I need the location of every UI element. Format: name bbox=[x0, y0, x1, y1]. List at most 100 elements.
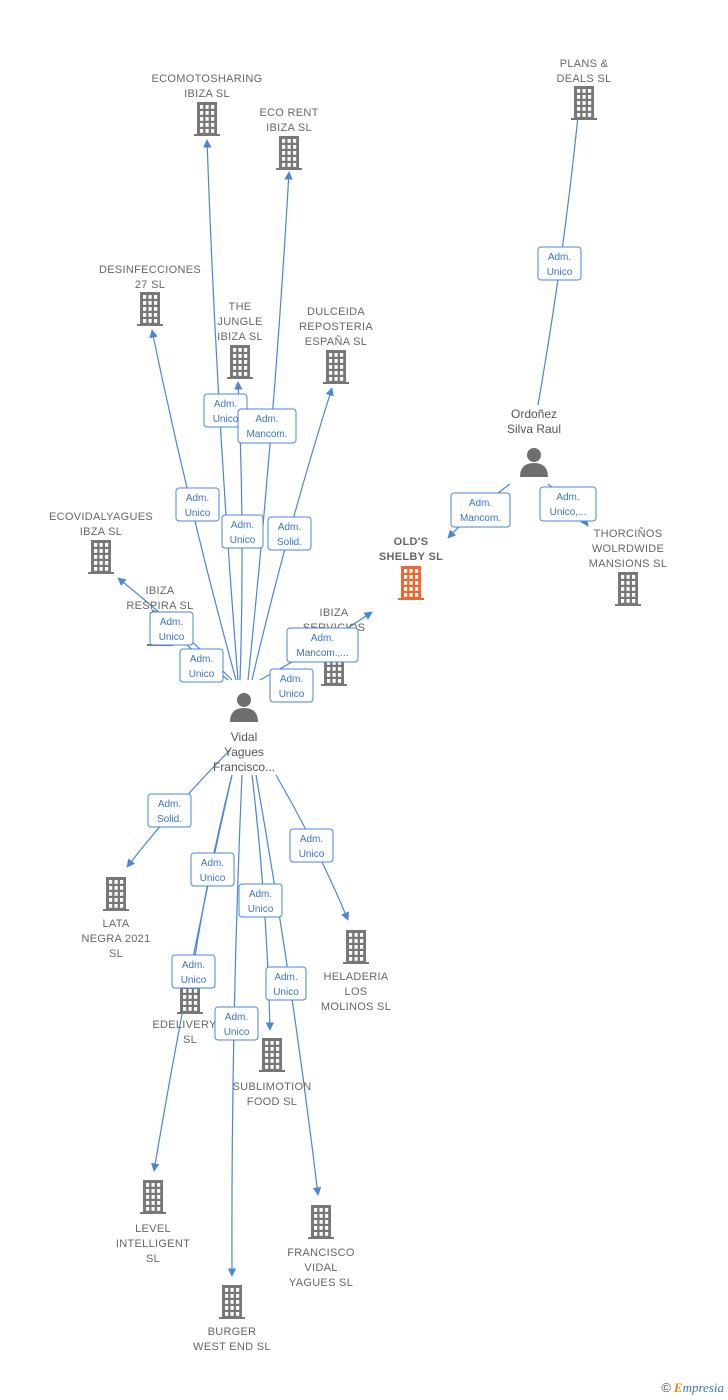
company-label-line: ECOMOTOSHARING bbox=[152, 73, 263, 85]
role-label-line: Adm. bbox=[548, 252, 571, 263]
role-badge[interactable]: Adm.Unico bbox=[171, 954, 216, 989]
building-icon bbox=[227, 345, 253, 379]
role-badge[interactable]: Adm. Unico bbox=[289, 828, 334, 863]
building-icon bbox=[343, 930, 369, 964]
company-label-line: FRANCISCO bbox=[287, 1247, 355, 1259]
company-label-line: ESPAÑA SL bbox=[305, 335, 367, 348]
role-label-line: Unico,... bbox=[550, 507, 587, 518]
person-label-line: Francisco... bbox=[213, 760, 275, 774]
role-label-line: Adm. bbox=[214, 399, 237, 410]
role-label-line: Unico bbox=[159, 632, 185, 643]
company-label-line: FOOD SL bbox=[247, 1096, 297, 1108]
company-label-line: THORCIÑOS bbox=[594, 527, 663, 540]
company-label-line: LATA bbox=[102, 918, 129, 930]
company-node-plans[interactable]: PLANS &DEALS SL bbox=[557, 58, 612, 120]
role-badge[interactable]: Adm.Unico,... bbox=[539, 486, 597, 522]
person-icon bbox=[230, 693, 258, 722]
role-badge[interactable]: Adm.Mancom. bbox=[237, 408, 297, 444]
company-label-line: THE bbox=[229, 301, 252, 313]
role-label-line: Adm. bbox=[186, 493, 209, 504]
role-label-line: Solid. bbox=[277, 537, 302, 548]
building-icon bbox=[219, 1285, 245, 1319]
company-label-line: NEGRA 2021 bbox=[81, 933, 150, 945]
role-label-line: Adm. bbox=[158, 799, 181, 810]
role-label-line: Unico bbox=[279, 689, 305, 700]
company-label-line: MANSIONS SL bbox=[589, 558, 668, 570]
role-label-line: Unico bbox=[189, 669, 215, 680]
person-node-vidal[interactable]: VidalYaguesFrancisco... bbox=[213, 693, 275, 774]
role-label-line: Unico bbox=[200, 873, 226, 884]
role-label-line: Solid. bbox=[157, 814, 182, 825]
role-label-line: Unico bbox=[181, 975, 207, 986]
role-label-line: Adm. bbox=[190, 654, 213, 665]
role-label-line: Unico bbox=[185, 508, 211, 519]
role-badge[interactable]: Adm. Mancom. bbox=[450, 492, 511, 528]
person-label-line: Ordoñez bbox=[511, 407, 557, 421]
role-badge[interactable]: Adm.Unico bbox=[149, 611, 194, 646]
building-icon bbox=[308, 1205, 334, 1239]
role-badge[interactable]: Adm. Unico bbox=[269, 668, 314, 703]
company-label-line: RESPIRA SL bbox=[126, 600, 193, 612]
role-badge[interactable]: Adm. Unico bbox=[265, 966, 307, 1001]
company-label-line: IBIZA SL bbox=[217, 331, 263, 343]
building-icon bbox=[259, 1038, 285, 1072]
role-label-line: Mancom. bbox=[246, 429, 287, 440]
role-badge[interactable]: Adm.Unico bbox=[537, 246, 582, 281]
role-label-line: Unico bbox=[299, 849, 325, 860]
role-badge[interactable]: Adm.Unico bbox=[214, 1006, 259, 1041]
role-label-line: Adm. bbox=[300, 834, 323, 845]
role-badge[interactable]: Adm. Unico bbox=[179, 648, 224, 683]
role-badge[interactable]: Adm. Unico bbox=[221, 514, 264, 549]
company-label-line: PLANS & bbox=[560, 58, 609, 70]
copyright-symbol: © bbox=[661, 1380, 671, 1395]
role-badge[interactable]: Adm. Unico bbox=[190, 852, 235, 887]
role-label-line: Adm. bbox=[201, 858, 224, 869]
role-badge[interactable]: Adm.Mancom.,... bbox=[286, 627, 359, 663]
company-label-line: REPOSTERIA bbox=[299, 321, 373, 333]
company-node-sublimotion[interactable]: SUBLIMOTION FOOD SL bbox=[232, 1038, 311, 1108]
company-label-line: OLD'S bbox=[394, 536, 429, 548]
role-badge[interactable]: Adm.Unico bbox=[238, 883, 283, 918]
role-label-line: Adm. bbox=[274, 972, 297, 983]
role-label-line: Unico bbox=[224, 1027, 250, 1038]
role-badge[interactable]: Adm. Unico bbox=[175, 487, 220, 522]
role-label-line: Adm. bbox=[231, 520, 254, 531]
company-label-line: IBIZA SL bbox=[266, 122, 312, 134]
company-label-line: INTELLIGENT bbox=[116, 1238, 190, 1250]
role-label-line: Unico bbox=[230, 535, 256, 546]
role-label-line: Adm. bbox=[469, 498, 492, 509]
building-icon bbox=[571, 86, 597, 120]
company-label-line: EDELIVERYIE bbox=[152, 1019, 227, 1031]
brand-logo-text: mpresia bbox=[682, 1380, 724, 1395]
company-node-francisco[interactable]: FRANCISCO VIDAL YAGUES SL bbox=[287, 1205, 355, 1289]
person-icon bbox=[520, 448, 548, 477]
company-label-line: 27 SL bbox=[135, 279, 165, 291]
person-label-line: Vidal bbox=[231, 730, 257, 744]
role-badge[interactable]: Adm. Solid. bbox=[147, 793, 192, 828]
role-label-line: Mancom. bbox=[460, 513, 501, 524]
role-label-line: Unico bbox=[273, 987, 299, 998]
role-label-line: Mancom.,... bbox=[296, 648, 348, 659]
building-icon bbox=[88, 540, 114, 574]
company-label-line: WEST END SL bbox=[193, 1341, 271, 1353]
company-label-line: YAGUES SL bbox=[289, 1277, 353, 1289]
company-label-line: VIDAL bbox=[304, 1262, 337, 1274]
company-label-line: SUBLIMOTION bbox=[232, 1081, 311, 1093]
role-label-line: Adm. bbox=[280, 674, 303, 685]
role-badge[interactable]: Adm.Unico bbox=[203, 393, 248, 428]
role-badge[interactable]: Adm.Solid. bbox=[267, 516, 312, 551]
